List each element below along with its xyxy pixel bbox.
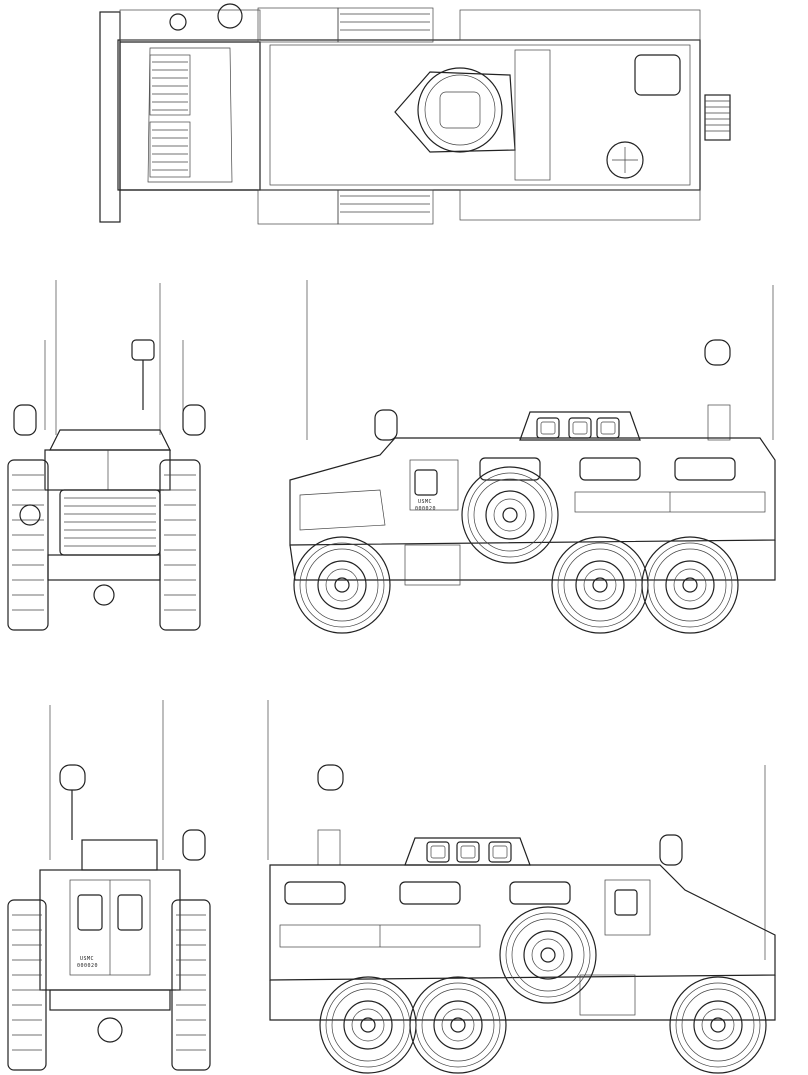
hood-vents [149, 54, 191, 178]
rear-marking-usmc: USMC [80, 956, 94, 962]
front-view [7, 280, 206, 631]
rear-view: USMC 000020 [7, 700, 211, 1071]
top-view [99, 3, 731, 225]
left-side-view: USMC 000020 [289, 280, 776, 634]
vehicle-marking-number: 000020 [415, 506, 436, 512]
vehicle-marking-usmc: USMC [418, 499, 432, 505]
right-side-view [267, 700, 776, 1074]
rear-marking-number: 000020 [77, 963, 98, 969]
